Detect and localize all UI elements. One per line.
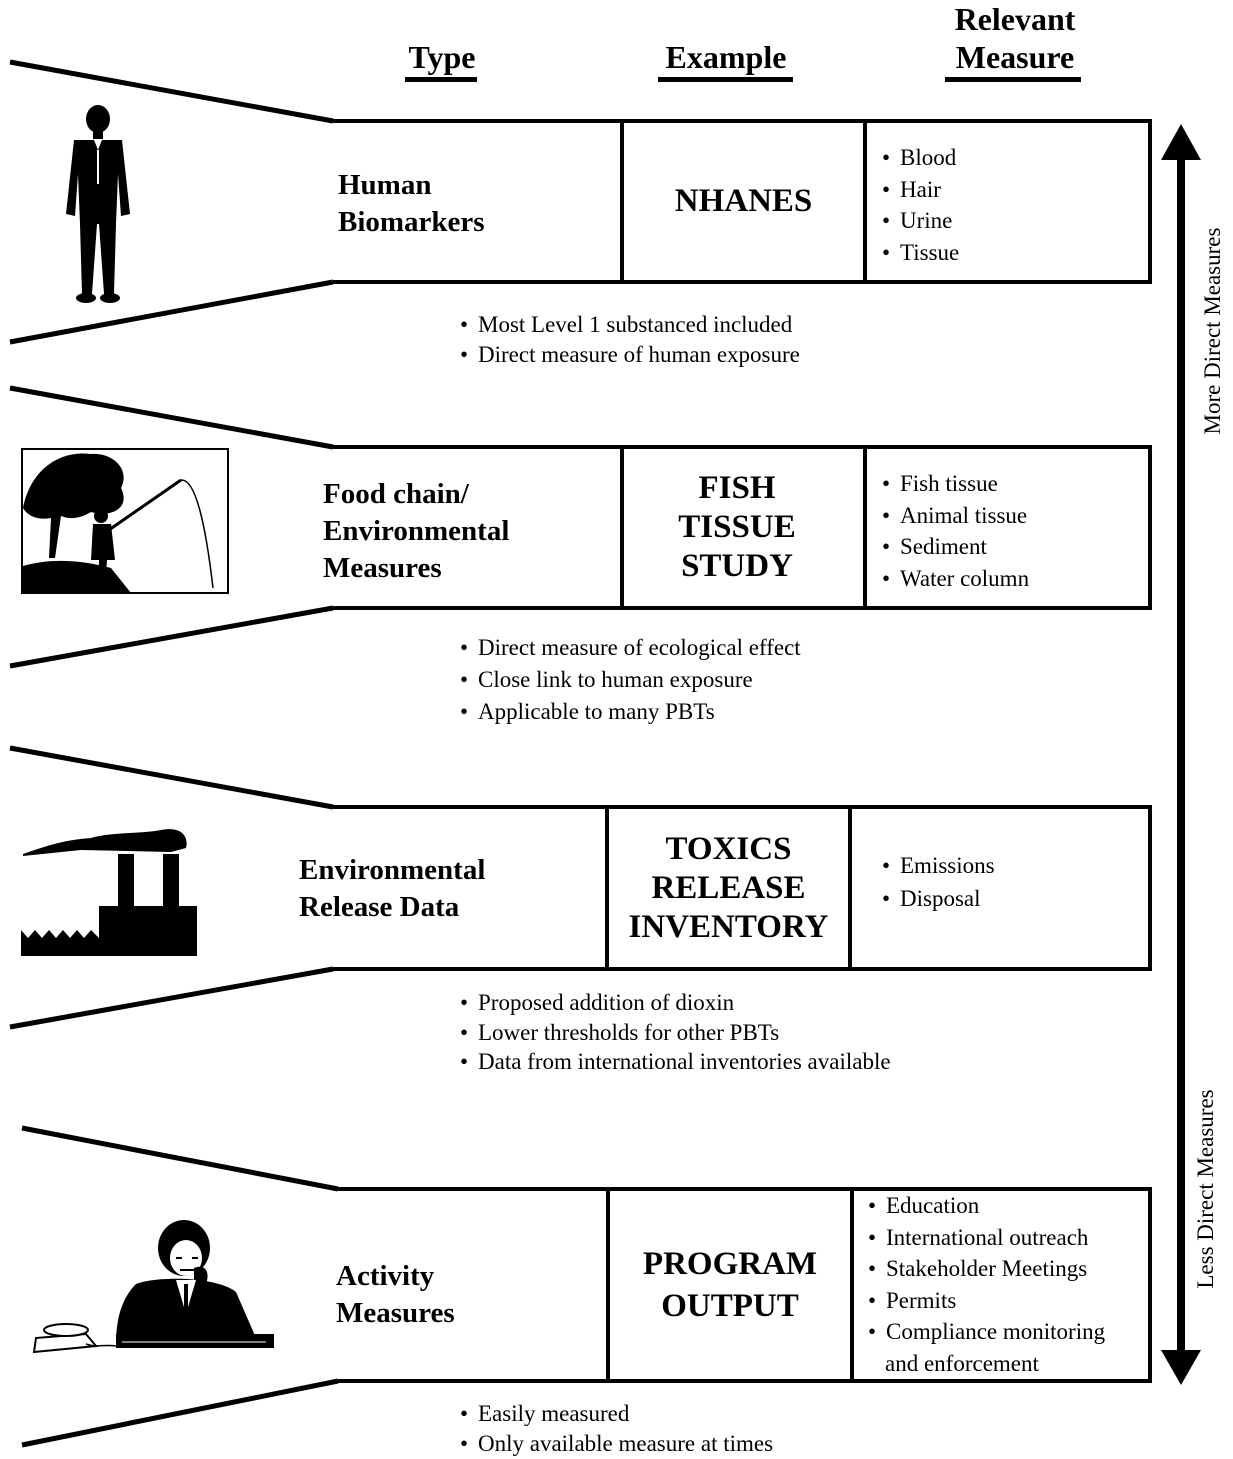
factory-smokestack-icon: [21, 826, 197, 956]
header-measure-underline: [945, 77, 1081, 82]
note-item: Lower thresholds for other PBTs: [460, 1018, 891, 1048]
measure-item: Education: [868, 1190, 1105, 1222]
measure-item: Tissue: [882, 237, 959, 269]
note-item: Data from international inventories avai…: [460, 1047, 891, 1077]
note-item: Only available measure at times: [460, 1429, 773, 1459]
row4-type: Activity Measures: [336, 1260, 455, 1329]
row2-type: Food chain/ Environmental Measures: [323, 478, 510, 584]
row2-notes: Direct measure of ecological effect Clos…: [460, 632, 801, 728]
measure-item: Disposal: [882, 882, 995, 915]
row3-type: Environmental Release Data: [299, 854, 486, 923]
funnel-line: [9, 745, 334, 810]
row4-measures: Education International outreach Stakeho…: [868, 1190, 1105, 1348]
header-measure: Measure: [955, 39, 1075, 75]
note-item: Applicable to many PBTs: [460, 696, 801, 728]
measure-item: Permits: [868, 1285, 1105, 1317]
row1-example: NHANES: [674, 183, 813, 219]
measure-item: Blood: [882, 142, 959, 174]
measure-item: International outreach: [868, 1222, 1105, 1254]
row4-notes: Easily measured Only available measure a…: [460, 1399, 773, 1459]
header-type-underline: [405, 77, 477, 82]
row3-example: TOXICS RELEASE INVENTORY: [628, 830, 829, 945]
row3-measures: Emissions Disposal: [882, 849, 995, 915]
measure-item: Sediment: [882, 531, 1029, 563]
measure-item: Water column: [882, 563, 1029, 595]
row1-type: Human Biomarkers: [338, 169, 485, 238]
measure-item: Urine: [882, 205, 959, 237]
header-example: Example: [665, 39, 787, 75]
header-type: Type: [408, 39, 476, 75]
fisherman-icon: [21, 448, 229, 594]
row4-example: PROGRAM OUTPUT: [642, 1246, 818, 1324]
note-item: Easily measured: [460, 1399, 773, 1429]
measure-item: Hair: [882, 174, 959, 206]
funnel-line: [9, 59, 334, 124]
header-relevant: Relevant: [954, 1, 1076, 37]
funnel-line: [21, 1378, 339, 1448]
funnel-line: [9, 966, 334, 1030]
funnel-line: [9, 605, 334, 669]
row1-measures: Blood Hair Urine Tissue: [882, 142, 959, 268]
note-item: Most Level 1 substanced included: [460, 310, 800, 340]
row1-notes: Most Level 1 substanced included Direct …: [460, 310, 800, 370]
less-direct-label: Less Direct Measures: [1193, 1089, 1218, 1289]
directness-arrow: [1161, 124, 1201, 1385]
more-direct-label: More Direct Measures: [1200, 227, 1225, 435]
funnel-line: [9, 385, 334, 450]
header-example-underline: [658, 77, 793, 82]
row2-measures: Fish tissue Animal tissue Sediment Water…: [882, 468, 1029, 594]
measure-item: Animal tissue: [882, 500, 1029, 532]
man-on-telephone-icon: [26, 1218, 274, 1362]
measure-item: Compliance monitoring: [868, 1316, 1105, 1348]
note-item: Direct measure of ecological effect: [460, 632, 801, 664]
measure-item: Emissions: [882, 849, 995, 882]
note-item: Direct measure of human exposure: [460, 340, 800, 370]
note-item: Close link to human exposure: [460, 664, 801, 696]
row2-example: FISH TISSUE STUDY: [678, 470, 796, 584]
measure-item: Stakeholder Meetings: [868, 1253, 1105, 1285]
funnel-line: [9, 279, 334, 345]
businessman-standing-icon: [58, 104, 138, 304]
measure-item: Fish tissue: [882, 468, 1029, 500]
note-item: Proposed addition of dioxin: [460, 988, 891, 1018]
measure-continuation: and enforcement: [885, 1351, 1039, 1376]
row3-notes: Proposed addition of dioxin Lower thresh…: [460, 988, 891, 1077]
funnel-line: [21, 1125, 339, 1192]
